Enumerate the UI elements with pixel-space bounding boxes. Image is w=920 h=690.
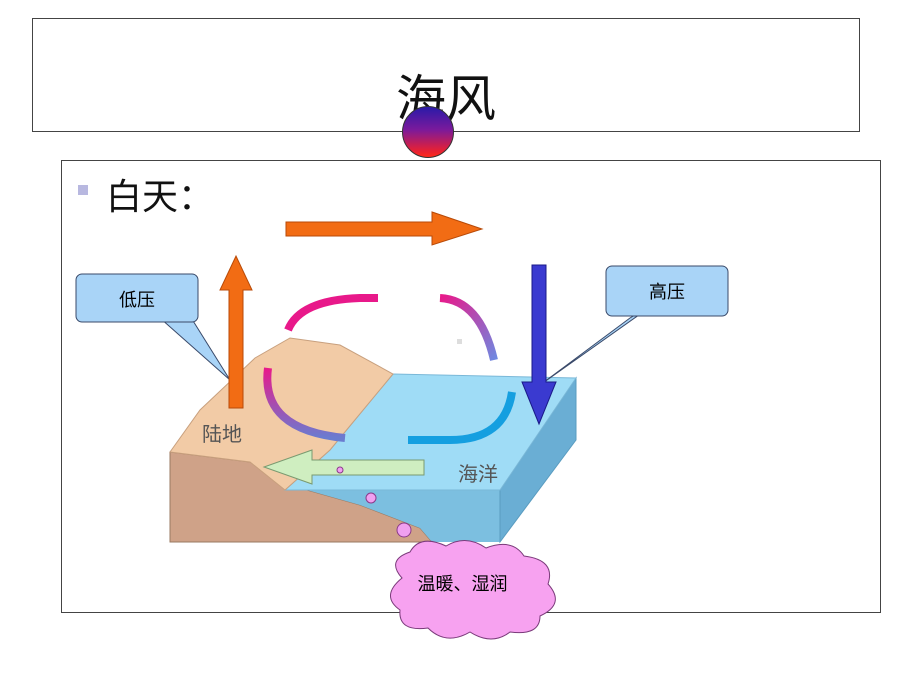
decorative-ball	[402, 106, 454, 158]
bullet-icon	[78, 185, 88, 195]
small-bubble	[336, 466, 344, 474]
low-pressure-label: 低压	[119, 290, 155, 311]
rising-air-arrow	[219, 254, 253, 409]
circulation-upper-left	[284, 294, 378, 332]
sea-label: 海洋	[458, 462, 498, 486]
circulation-right-bottom	[408, 391, 516, 444]
high-pressure-callout	[605, 265, 729, 317]
large-bubble	[396, 522, 412, 538]
result-cloud	[390, 540, 556, 640]
sinking-air-arrow	[521, 264, 557, 426]
low-pressure-callout	[75, 273, 199, 323]
medium-bubble	[365, 492, 377, 504]
sea-block-side	[285, 488, 500, 542]
heading: 白天：	[106, 177, 215, 218]
upper-flow-arrow	[285, 211, 484, 246]
high-pressure-label: 高压	[649, 282, 685, 303]
land-label: 陆地	[202, 422, 242, 446]
decorative-dot	[457, 339, 462, 344]
surface-breeze-arrow	[262, 449, 425, 485]
circulation-upper-right	[439, 294, 498, 361]
result-label: 温暖、湿润	[417, 574, 508, 595]
circulation-left-down	[263, 367, 346, 442]
